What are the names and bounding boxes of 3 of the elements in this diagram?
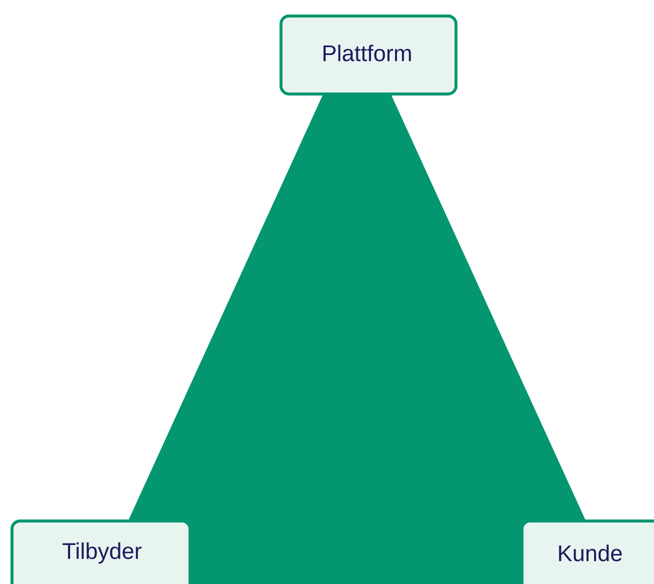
- label-box: Kunde: [520, 520, 654, 584]
- label-box: Tilbyder: [10, 520, 192, 584]
- label-box: Plattform: [280, 14, 458, 96]
